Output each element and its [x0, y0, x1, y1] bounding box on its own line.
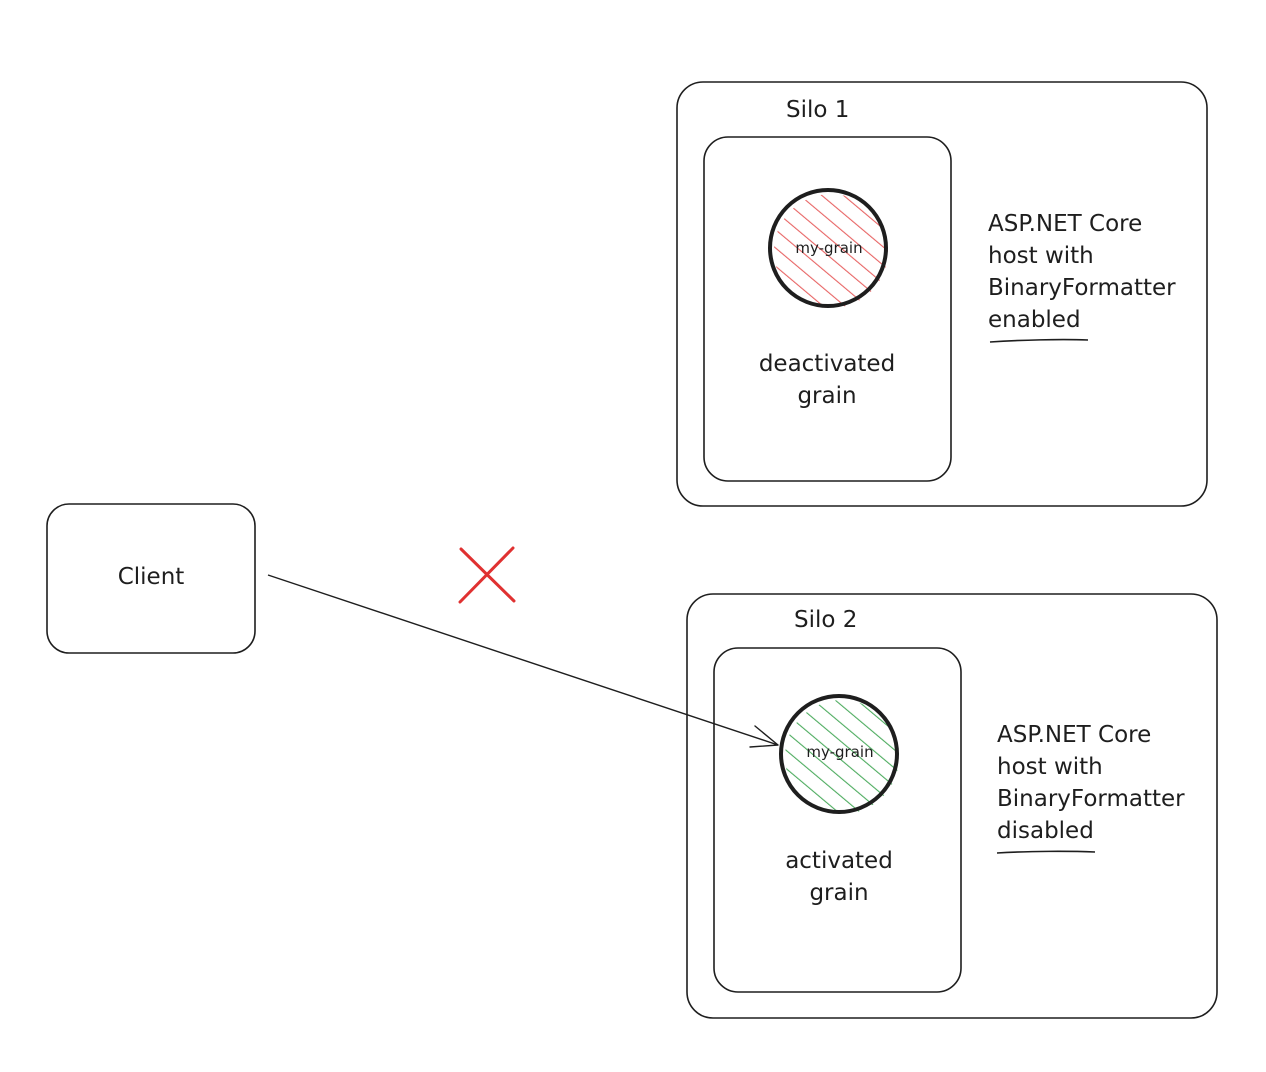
request-arrowhead [749, 725, 779, 748]
silo-2-host-underline [996, 850, 1096, 854]
silo-1-inner-box [703, 136, 952, 482]
silo-2-host-line2: host with [997, 754, 1103, 780]
silo-2-grain-state-line2: grain [809, 880, 869, 906]
cross-icon [458, 546, 516, 604]
silo-2-title: Silo 2 [794, 607, 858, 633]
client-label: Client [117, 564, 185, 590]
silo-1-host-line3: BinaryFormatter [988, 275, 1176, 301]
silo-2-inner-box [713, 647, 962, 993]
silo-1-grain-fill [774, 194, 888, 308]
silo-2-grain-label: my-grain [806, 743, 874, 761]
silo-1-title: Silo 1 [786, 97, 850, 123]
silo-2-host-line3: BinaryFormatter [997, 786, 1185, 812]
silo-1-box [676, 81, 1208, 507]
silo-1-grain-circle [768, 188, 888, 308]
silo-2-grain-fill [785, 700, 899, 814]
client-box [46, 503, 256, 654]
silo-2-box [686, 593, 1218, 1019]
silo-1-host-line2: host with [988, 243, 1094, 269]
silo-2-grain-circle [779, 694, 899, 814]
silo-2-grain-state-line1: activated [785, 848, 893, 874]
silo-1-host-line4: enabled [988, 307, 1081, 333]
silo-2-host-line1: ASP.NET Core [997, 722, 1152, 748]
silo-1-grain-label: my-grain [795, 239, 863, 257]
silo-1-host-underline [989, 338, 1089, 343]
request-arrow [267, 574, 779, 746]
silo-1-grain-state-line2: grain [797, 383, 857, 409]
silo-1-host-line1: ASP.NET Core [988, 211, 1143, 237]
silo-2-host-line4: disabled [997, 818, 1094, 844]
silo-1-grain-state-line1: deactivated [758, 351, 896, 377]
